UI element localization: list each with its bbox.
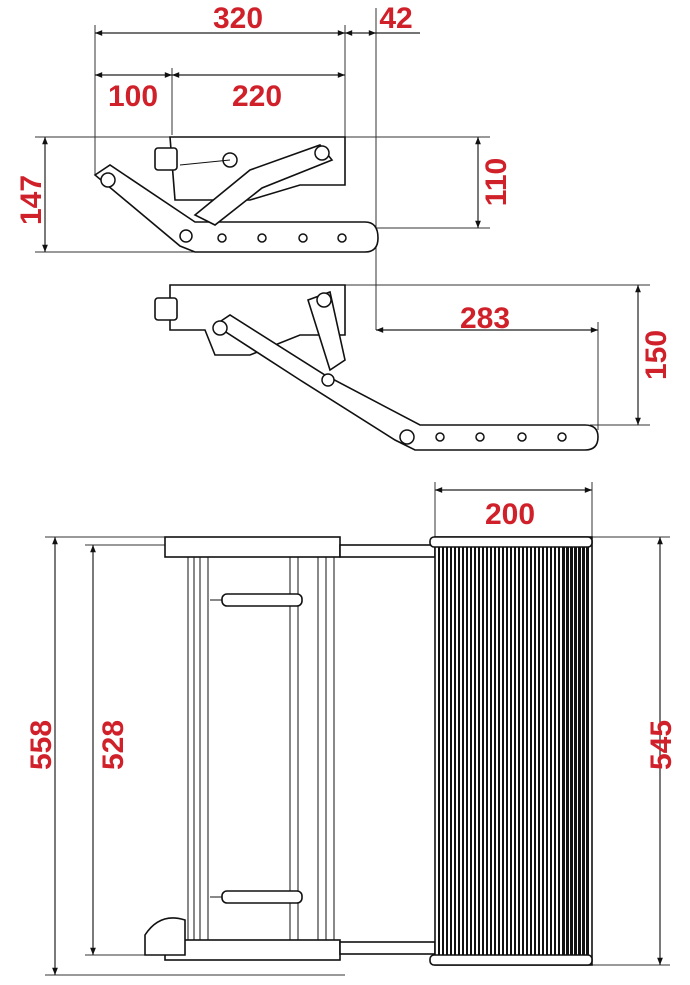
tread-rib [498, 547, 500, 955]
dim-overall-width: 558 [25, 720, 58, 770]
tread-rib [586, 547, 589, 955]
tread-rib [574, 547, 577, 955]
tread-rib [542, 547, 544, 955]
dim-total-height: 147 [15, 175, 48, 225]
tread-rib [438, 547, 440, 955]
tread-rib [478, 547, 480, 955]
tread-rib [582, 547, 585, 955]
tread-rib [442, 547, 444, 955]
side-view-retracted: 320 42 100 220 147 110 [15, 2, 513, 330]
tread-rib [458, 547, 460, 955]
tread-rib [490, 547, 492, 955]
dim-tread-width: 545 [645, 720, 678, 770]
tread-rib [494, 547, 496, 955]
tread-rib [462, 547, 464, 955]
tread-rib [474, 547, 476, 955]
dim-frame-width: 528 [97, 720, 130, 770]
tread-rib [506, 547, 508, 955]
tread-rib [558, 547, 560, 955]
tread-rib [546, 547, 548, 955]
dim-extension-offset: 42 [379, 2, 412, 35]
tread-rib [554, 547, 556, 955]
tread-rib [466, 547, 468, 955]
tread-rib [514, 547, 516, 955]
dim-mount-length: 220 [232, 80, 282, 113]
tread-rib [450, 547, 452, 955]
tread-rib [526, 547, 528, 955]
tread-rib [486, 547, 488, 955]
tread-rib [502, 547, 504, 955]
tread-rib [522, 547, 524, 955]
dim-extended-height: 150 [640, 330, 673, 380]
tread-rib [470, 547, 472, 955]
tread-rib [446, 547, 448, 955]
dim-extension-depth: 283 [460, 302, 510, 335]
tread-rib [518, 547, 520, 955]
top-view: 200 558 528 545 [25, 482, 678, 976]
tread-rib [570, 547, 573, 955]
dim-overall-depth: 320 [213, 2, 263, 35]
dim-mount-offset: 100 [108, 80, 158, 113]
tread-rib [510, 547, 512, 955]
tread-rib [482, 547, 484, 955]
tread-rib [530, 547, 532, 955]
tread-rib [534, 547, 536, 955]
dim-body-height: 110 [480, 158, 513, 206]
tread-rib [562, 547, 565, 955]
side-view-extended: 283 150 [154, 284, 673, 451]
tread-rib [538, 547, 540, 955]
tread-rib [454, 547, 456, 955]
tread-rib [550, 547, 552, 955]
dim-tread-depth: 200 [485, 498, 535, 531]
tread-rib [566, 547, 569, 955]
tread-rib [578, 547, 581, 955]
